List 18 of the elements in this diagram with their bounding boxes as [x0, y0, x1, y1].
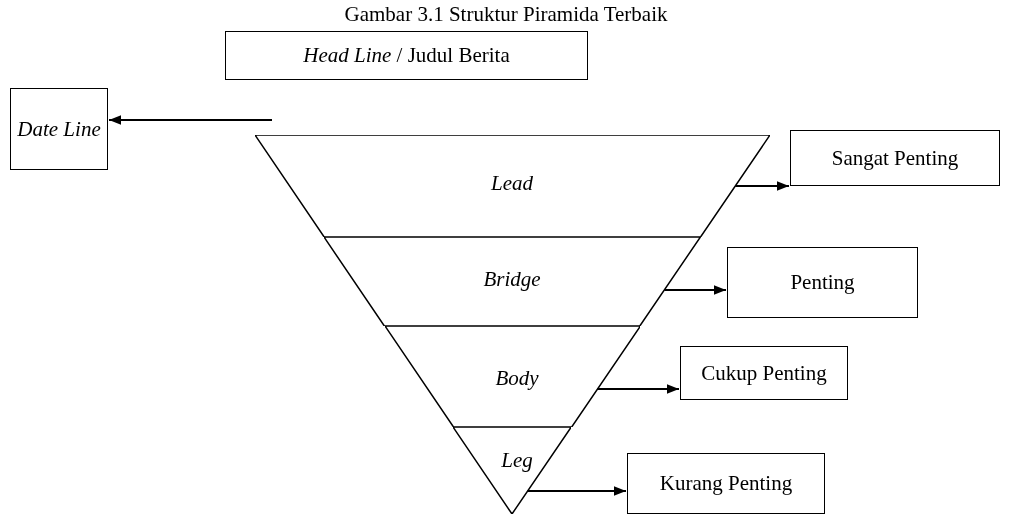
importance-box: Kurang Penting: [627, 453, 825, 514]
arrow: [108, 115, 273, 125]
band-label: Lead: [491, 170, 533, 196]
band-label: Body: [495, 365, 539, 391]
pyramid-band: [255, 135, 770, 237]
band-label: Bridge: [483, 266, 541, 292]
arrow: [596, 384, 680, 394]
arrow: [663, 285, 727, 295]
arrow: [734, 181, 790, 191]
importance-box: Penting: [727, 247, 918, 318]
headline-box: Head Line / Judul Berita: [225, 31, 588, 80]
dateline-box: Date Line: [10, 88, 108, 170]
importance-box: Sangat Penting: [790, 130, 1000, 186]
arrow: [526, 486, 627, 496]
importance-box: Cukup Penting: [680, 346, 848, 400]
pyramid-band: [324, 237, 701, 326]
figure-title: Gambar 3.1 Struktur Piramida Terbaik: [343, 2, 669, 27]
band-label: Leg: [501, 447, 533, 473]
